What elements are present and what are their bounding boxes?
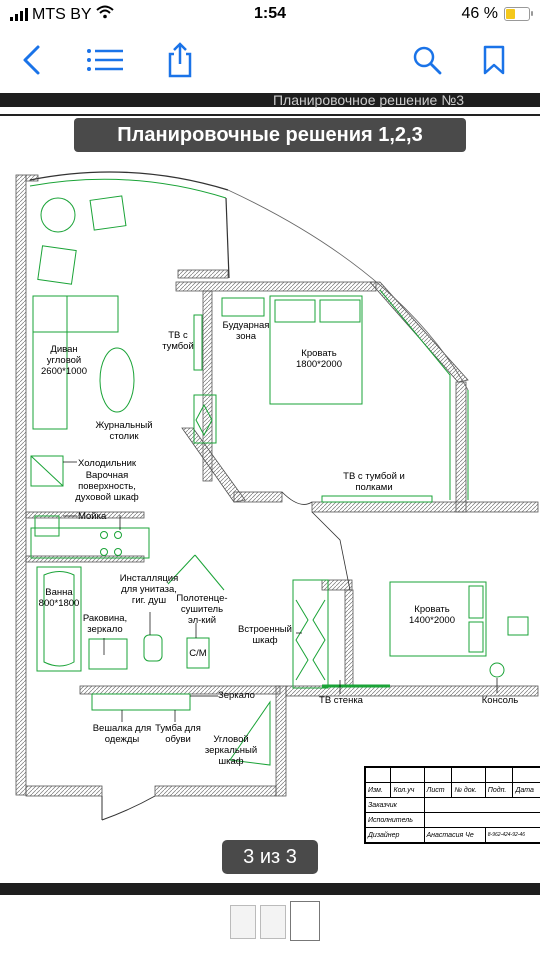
stamp-header: Подп. bbox=[484, 782, 514, 798]
share-button[interactable] bbox=[160, 40, 200, 80]
label-washbasin: Раковина, зеркало bbox=[82, 613, 128, 635]
carrier-name: MTS BY bbox=[32, 5, 92, 23]
label-hanger: Вешалка для одежды bbox=[92, 723, 152, 745]
label-washer: С/М bbox=[189, 648, 207, 659]
bookmark-button[interactable] bbox=[474, 40, 514, 80]
label-coffee-table: Журнальный столик bbox=[95, 420, 153, 442]
page-indicator: 3 из 3 bbox=[222, 840, 318, 874]
label-bed-1400: Кровать 1400*2000 bbox=[409, 604, 455, 626]
thumbnail-page-2[interactable] bbox=[260, 905, 286, 939]
stamp-role: Дизайнер bbox=[365, 827, 425, 843]
document-page[interactable]: Планировочное решение №3 bbox=[0, 90, 540, 895]
stamp-name: Анастасия Че bbox=[423, 827, 486, 843]
stamp-name bbox=[423, 812, 540, 828]
wifi-icon bbox=[95, 5, 114, 24]
carrier-group: MTS BY bbox=[10, 5, 114, 24]
page-header-text: Планировочное решение №3 bbox=[272, 92, 464, 108]
list-icon bbox=[87, 49, 123, 71]
floor-plan-drawing bbox=[15, 171, 539, 821]
stamp-role: Заказчик bbox=[365, 797, 425, 813]
page-title-overlay: Планировочные решения 1,2,3 bbox=[74, 118, 466, 152]
search-button[interactable] bbox=[407, 40, 447, 80]
label-sink: Мойка bbox=[78, 511, 107, 522]
battery-group: 46 % bbox=[461, 5, 533, 23]
clock: 1:54 bbox=[253, 5, 287, 22]
stamp-header: Дата bbox=[512, 782, 540, 798]
back-icon bbox=[23, 45, 40, 75]
contents-button[interactable] bbox=[85, 40, 125, 80]
label-tv-wall: ТВ стенка bbox=[319, 695, 363, 706]
back-button[interactable] bbox=[12, 40, 52, 80]
label-bed-1800: Кровать 1800*2000 bbox=[296, 348, 342, 370]
label-toilet-install: Инсталляция для унитаза, гиг. душ bbox=[119, 573, 179, 606]
page-thumbnails bbox=[230, 901, 320, 941]
label-built-in-wardrobe: Встроенный шкаф bbox=[238, 624, 292, 646]
label-towel-dryer: Полотенце- сушитель эл-кий bbox=[176, 593, 228, 626]
page-footer-bar bbox=[0, 883, 540, 895]
search-icon bbox=[413, 46, 442, 75]
label-bath: Ванна 800*1800 bbox=[38, 587, 80, 609]
stamp-name bbox=[423, 797, 540, 813]
battery-icon bbox=[504, 7, 533, 21]
page-header-bar: Планировочное решение №3 bbox=[0, 93, 540, 107]
label-corner-wardrobe: Угловой зеркальный шкаф bbox=[204, 734, 258, 767]
label-boudoir: Будуарная зона bbox=[222, 320, 270, 342]
thumbnail-page-3[interactable] bbox=[290, 901, 320, 941]
thumbnail-page-1[interactable] bbox=[230, 905, 256, 939]
label-tv-shelves: ТВ с тумбой и полками bbox=[343, 471, 405, 493]
stamp-header: № док. bbox=[451, 782, 486, 798]
header-rule bbox=[0, 114, 540, 116]
bookmark-icon bbox=[483, 45, 505, 75]
label-shoe-cabinet: Тумба для обуви bbox=[155, 723, 201, 745]
label-fridge: Холодильник bbox=[78, 458, 137, 469]
stamp-header: Изм. bbox=[364, 782, 392, 798]
label-cooktop: Варочная поверхность, духовой шкаф bbox=[75, 470, 139, 503]
stamp-header: Лист bbox=[423, 782, 453, 798]
viewer-toolbar bbox=[0, 30, 540, 90]
title-block-table: Изм. Кол.уч Лист № док. Подп. Дата Заказ… bbox=[364, 767, 540, 843]
battery-percent: 46 % bbox=[461, 5, 498, 22]
stamp-header: Кол.уч bbox=[390, 782, 425, 798]
signal-icon bbox=[10, 8, 28, 21]
label-tv-stand: ТВ с тумбой bbox=[162, 330, 194, 352]
label-mirror: Зеркало bbox=[218, 690, 255, 701]
share-icon bbox=[168, 42, 192, 78]
label-console: Консоль bbox=[481, 695, 519, 706]
title-block: Изм. Кол.уч Лист № док. Подп. Дата Заказ… bbox=[364, 766, 540, 844]
stamp-role: Исполнитель bbox=[365, 812, 425, 828]
stamp-note: 8-962-424-92-46 bbox=[484, 827, 540, 843]
label-sofa: Диван угловой 2600*1000 bbox=[41, 344, 87, 377]
status-bar: MTS BY 1:54 46 % bbox=[0, 0, 540, 30]
